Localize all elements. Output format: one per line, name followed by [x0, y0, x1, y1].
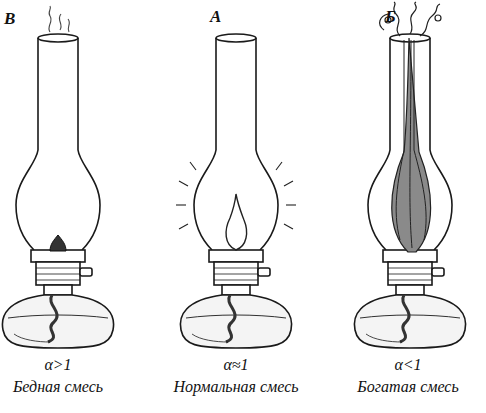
alpha-value: α≈1: [223, 356, 248, 374]
soot-smoke: [380, 2, 441, 36]
flame-streaks: [396, 40, 426, 248]
panel-letter: А: [210, 8, 221, 27]
alpha-value: α>1: [44, 356, 71, 374]
bright-flame: [226, 194, 247, 250]
exhaust-wisps: [49, 6, 70, 32]
alpha-value: α<1: [394, 356, 421, 374]
lamp-lean: [2, 34, 113, 348]
mixture-caption: Богатая смесь: [357, 378, 458, 396]
glow-rays: [176, 162, 296, 229]
panel-letter: Б: [385, 8, 396, 27]
small-flame: [50, 235, 66, 251]
lamp-rich: [354, 34, 465, 348]
mixture-caption: Бедная смесь: [13, 378, 103, 396]
panel-letter: В: [4, 10, 15, 29]
lamp-normal: [180, 34, 291, 348]
smoky-flame: [392, 38, 431, 252]
mixture-caption: Нормальная смесь: [173, 378, 298, 396]
